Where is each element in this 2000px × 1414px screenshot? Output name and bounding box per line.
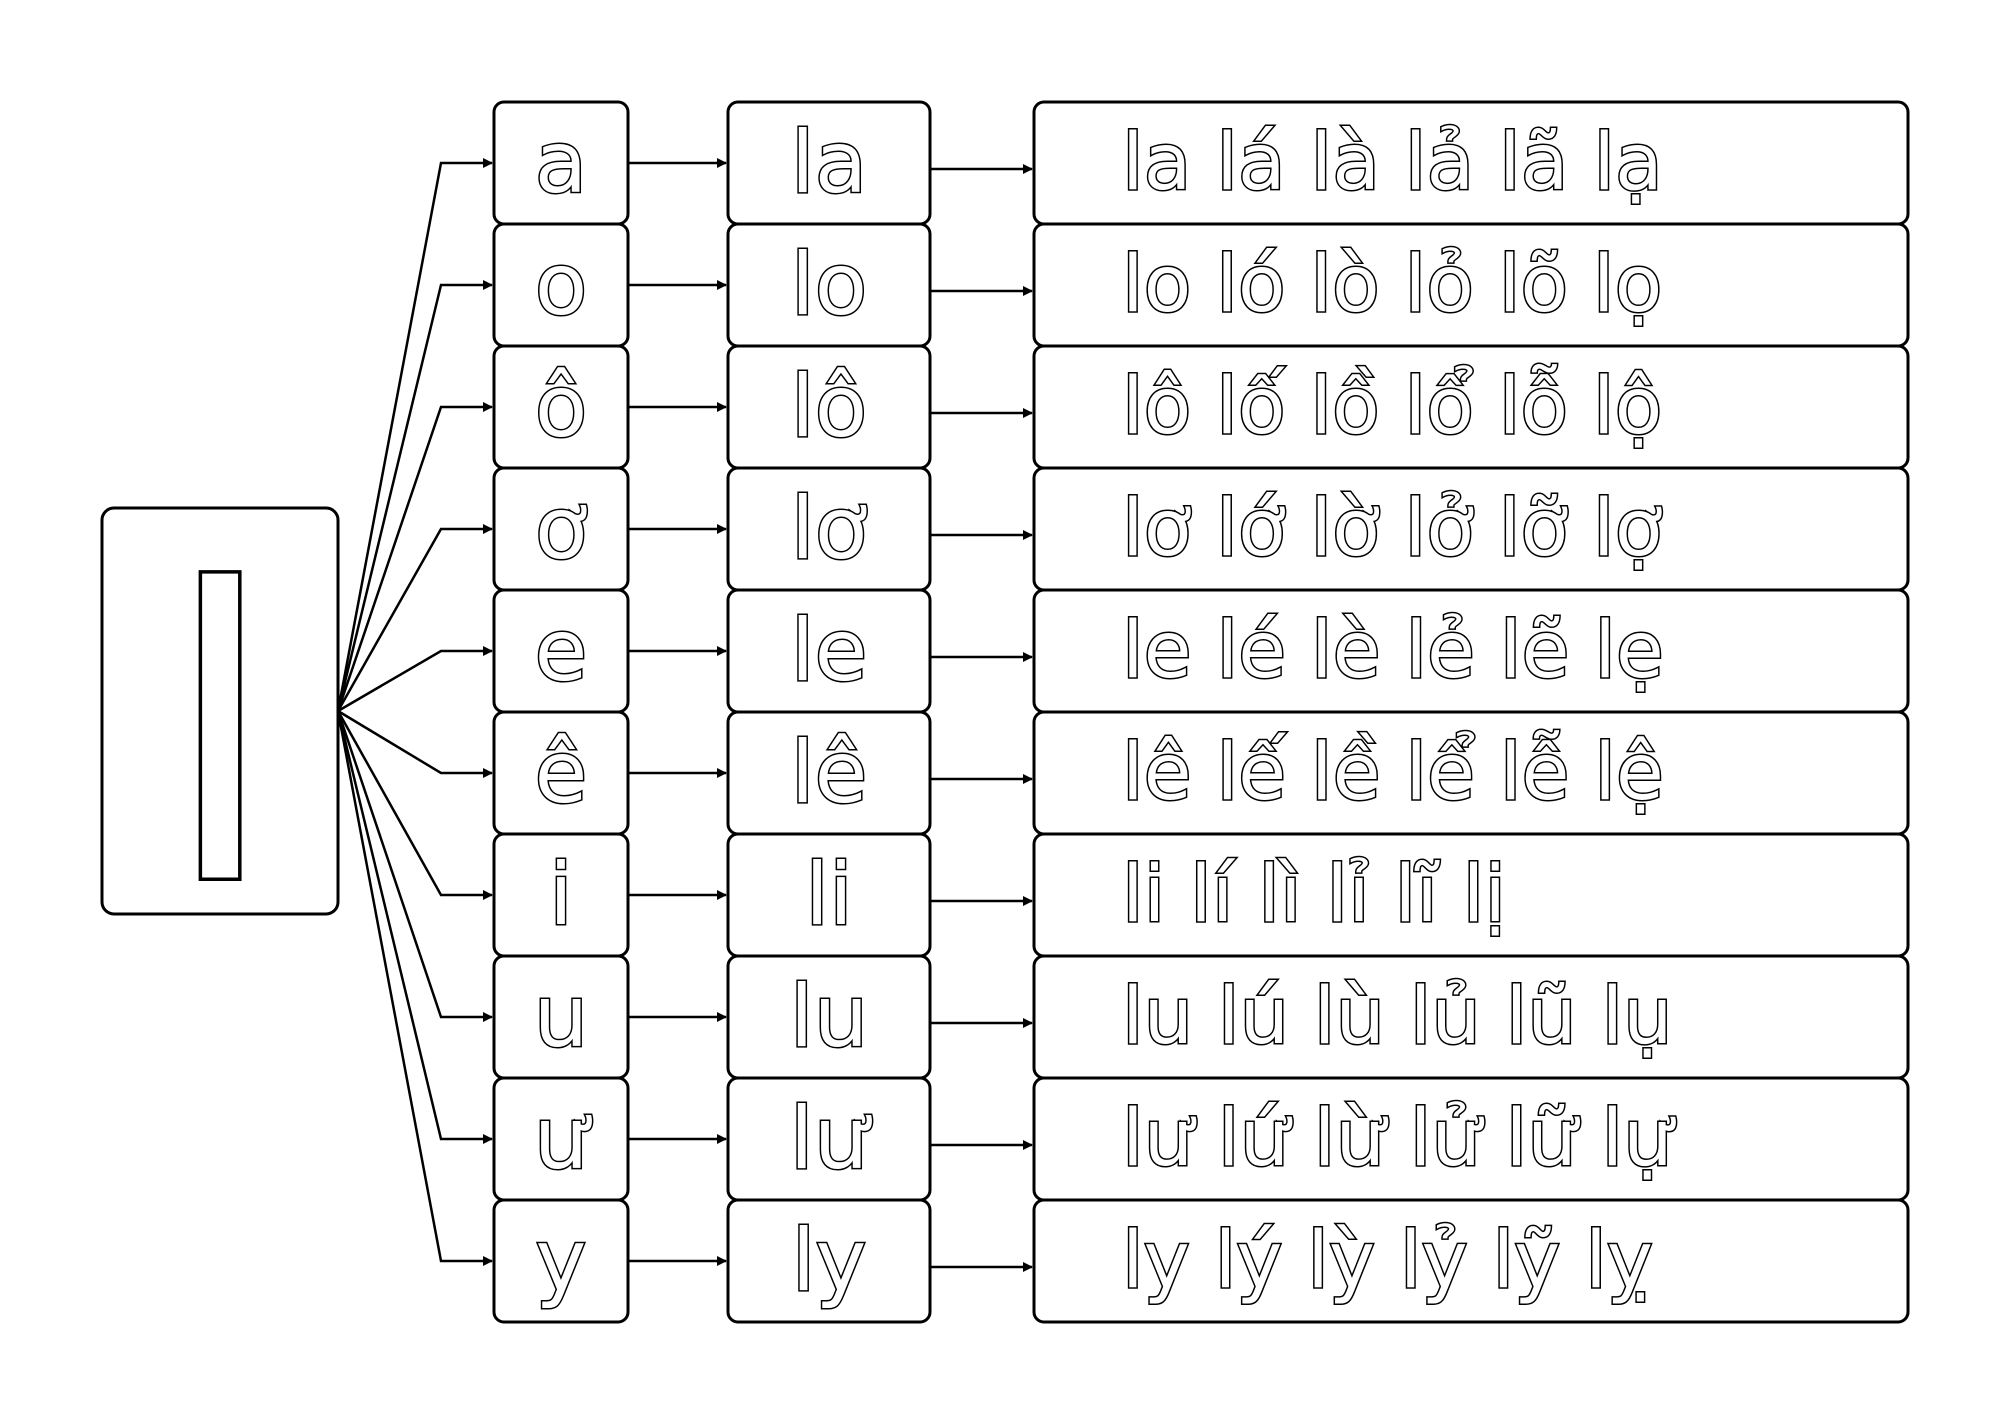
tones-label: lô lố lồ lổ lỗ lộ [1122, 362, 1662, 452]
syllable-row: u lu lu lú lù lủ lũ lụ [492, 954, 1910, 1080]
root-to-vowel-arrow [336, 710, 493, 1022]
syllable-box [726, 1198, 932, 1324]
syllable-row: o lo lo ló lò lỏ lõ lọ [492, 222, 1910, 348]
root-to-vowel-arrow [337, 709, 493, 778]
syllable-label: lo [791, 235, 868, 335]
root-to-vowel-arrow [336, 524, 493, 712]
root-to-vowel-arrow [336, 158, 493, 712]
syllable-label: lơ [791, 479, 868, 579]
tones-label: lê lế lề lể lễ lệ [1122, 728, 1664, 818]
syllable-row: a la la lá là lả lã lạ [492, 100, 1910, 226]
tones-box [1032, 1198, 1910, 1324]
tones-label: lư lứ lừ lử lữ lự [1122, 1094, 1676, 1184]
tones-label: lơ lớ lờ lở lỡ lợ [1122, 484, 1663, 574]
vowel-label: a [535, 113, 588, 213]
syllable-label: ly [792, 1211, 867, 1311]
tones-label: ly lý lỳ lỷ lỹ lỵ [1122, 1216, 1653, 1306]
tones-label: lo ló lò lỏ lõ lọ [1122, 240, 1662, 330]
vowel-label: y [536, 1211, 587, 1311]
root-node: l [100, 504, 340, 976]
tones-label: la lá là lả lã lạ [1122, 118, 1663, 208]
syllable-label: li [805, 845, 853, 945]
root-letter: l [164, 508, 275, 973]
vowel-label: e [535, 601, 588, 701]
syllable-label: lu [790, 967, 868, 1067]
syllable-label: lô [791, 357, 868, 457]
tones-label: li lí lì lỉ lĩ lị [1122, 850, 1506, 940]
syllable-row: ơ lơ lơ lớ lờ lở lỡ lợ [492, 466, 1910, 592]
vowel-label: ô [535, 357, 588, 457]
root-to-vowel-arrow [336, 280, 493, 712]
syllable-label: lư [790, 1089, 873, 1189]
connector-arrows [336, 158, 1033, 1272]
syllable-label: lê [791, 723, 868, 823]
vowel-label: u [534, 967, 589, 1067]
vowel-label: ê [535, 723, 588, 823]
root-to-vowel-arrow [336, 710, 493, 900]
syllable-row: i li li lí lì lỉ lĩ lị [492, 832, 1910, 958]
syllable-row: y ly ly lý lỳ lỷ lỹ lỵ [492, 1198, 1910, 1324]
syllable-rows: a la la lá là lả lã lạ o lo lo ló lò lỏ lõ lọ… [492, 100, 1910, 1324]
vowel-label: o [535, 235, 588, 335]
syllable-label: le [791, 601, 868, 701]
syllable-label: la [791, 113, 868, 213]
root-to-vowel-arrow [336, 710, 493, 1144]
vowel-label: ơ [535, 479, 588, 579]
tones-label: le lé lè lẻ lẽ lẹ [1122, 606, 1664, 696]
root-to-vowel-arrow [336, 402, 493, 712]
root-box [100, 506, 340, 916]
root-to-vowel-arrow [337, 646, 493, 713]
tones-label: lu lú lù lủ lũ lụ [1122, 972, 1673, 1062]
syllable-row: e le le lé lè lẻ lẽ lẹ [492, 588, 1910, 714]
root-to-vowel-arrow [336, 710, 493, 1266]
vowel-box [492, 1198, 630, 1324]
vowel-label: i [549, 845, 573, 945]
syllable-row: ê lê lê lế lề lể lễ lệ [492, 710, 1910, 836]
syllable-row: ô lô lô lố lồ lổ lỗ lộ [492, 344, 1910, 470]
syllable-row: ư lư lư lứ lừ lử lữ lự [492, 1076, 1910, 1202]
vowel-label: ư [534, 1089, 593, 1189]
